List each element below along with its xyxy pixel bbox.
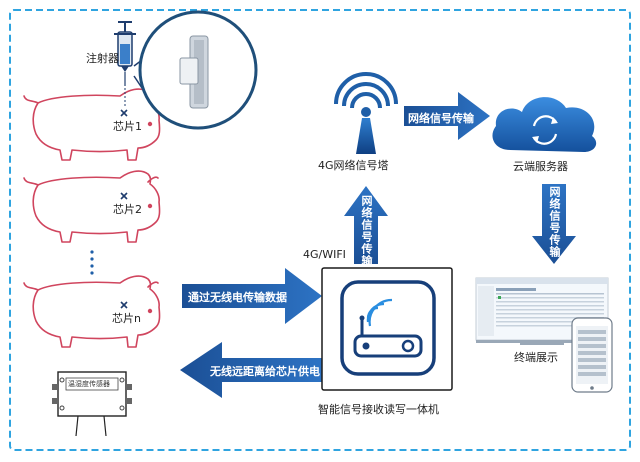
chip-mark-2 bbox=[120, 192, 128, 200]
terminal-label: 终端展示 bbox=[514, 351, 558, 364]
pig-2 bbox=[23, 170, 161, 243]
chip-2-label: 芯片2 bbox=[113, 203, 142, 216]
arrow-tower-to-cloud bbox=[404, 92, 490, 140]
chip-1-label: 芯片1 bbox=[113, 120, 142, 133]
ellipsis-dots bbox=[90, 250, 94, 275]
arrow-pigs-to-reader bbox=[182, 268, 322, 324]
tower-label: 4G网络信号塔 bbox=[318, 159, 389, 172]
chip-n-label: 芯片n bbox=[112, 312, 141, 325]
arrow-reader-to-tower bbox=[344, 186, 388, 264]
reader-device bbox=[321, 267, 453, 391]
chip-mark-1 bbox=[120, 109, 128, 117]
cloud-icon bbox=[492, 97, 597, 152]
sensor-box-label: 温湿度传感器 bbox=[68, 380, 110, 388]
arrow-reader-to-chips-text: 无线远距离给芯片供电 bbox=[210, 365, 320, 378]
arrow-reader-to-tower-text: 网络信号传输 bbox=[360, 195, 373, 267]
tower-icon bbox=[334, 72, 398, 154]
sensor-box-icon bbox=[52, 371, 132, 437]
reader-label: 智能信号接收读写一体机 bbox=[318, 403, 439, 416]
cloud-label: 云端服务器 bbox=[513, 160, 568, 173]
arrow-reader-to-chips bbox=[180, 342, 322, 398]
link-4g-label: 4G/WIFI bbox=[303, 248, 346, 261]
syringe-icon bbox=[114, 21, 136, 106]
chip-mark-n bbox=[120, 301, 128, 309]
syringe-label: 注射器 bbox=[86, 52, 119, 65]
pig-n bbox=[23, 275, 161, 348]
arrow-cloud-to-terminal bbox=[532, 184, 576, 264]
terminal-phone bbox=[571, 317, 613, 393]
arrow-tower-to-cloud-text: 网络信号传输 bbox=[408, 112, 474, 125]
arrow-cloud-to-terminal-text: 网络信号传输 bbox=[548, 186, 561, 258]
arrow-pigs-to-reader-text: 通过无线电传输数据 bbox=[188, 291, 287, 304]
chip-magnifier bbox=[133, 10, 258, 130]
